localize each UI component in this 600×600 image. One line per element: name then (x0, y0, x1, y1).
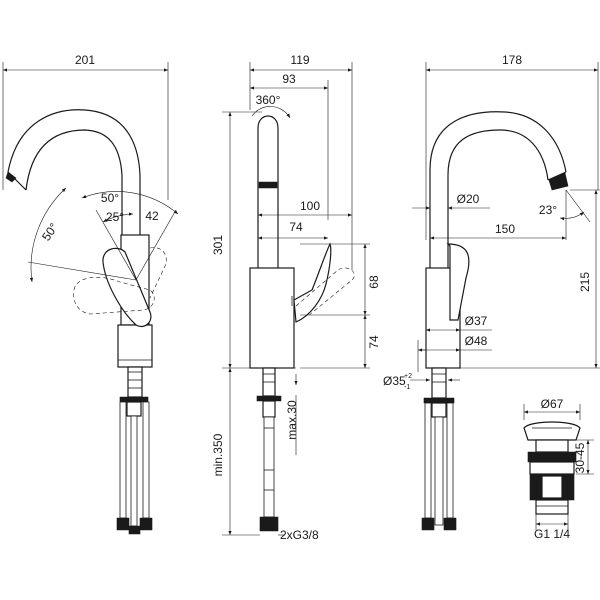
side-total-height-label: 301 (211, 235, 225, 255)
front-base (117, 324, 153, 368)
side-lever (293, 242, 332, 323)
side-handle-height-label: 68 (367, 275, 381, 289)
rear-base-diameter-label: Ø48 (465, 334, 488, 348)
front-spout (7, 109, 141, 325)
front-angle-upper: 50° (101, 191, 119, 205)
waste-diameter-label: Ø67 (541, 397, 564, 411)
side-connection-label: 2xG3/8 (280, 528, 319, 542)
rear-spout-height-label: 215 (578, 272, 592, 292)
rear-hole-diameter-label: Ø35 (383, 374, 406, 388)
rear-width-label: 178 (502, 53, 522, 67)
side-view: 119 93 360° 100 74 68 74 301 (211, 53, 381, 542)
side-body (249, 267, 295, 369)
rear-body-diameter-label: Ø37 (465, 314, 488, 328)
rear-spout-angle-label: 23° (539, 203, 557, 217)
side-spout (257, 115, 279, 268)
front-angle-small: 25° (106, 210, 124, 224)
side-depth-label: 119 (290, 53, 309, 67)
rear-spout-diameter-label: Ø20 (457, 192, 480, 206)
front-angle-left: 50° (39, 220, 61, 243)
front-lever (102, 247, 152, 328)
rear-hole-tol-plus: +2 (404, 373, 412, 380)
rear-view: 178 Ø20 23° 150 Ø37 Ø48 215 (383, 53, 600, 531)
rear-spout (429, 111, 567, 268)
rear-hole-tol-minus: -1 (404, 384, 410, 391)
front-width-label: 201 (75, 53, 95, 67)
rear-lever (446, 243, 470, 321)
waste-thread-label: G1 1/4 (534, 527, 570, 541)
front-view: 201 50° 50° 25° 42 (2, 53, 179, 535)
side-deck-thickness-label: max.30 (285, 400, 299, 440)
side-reach-top-label: 93 (282, 72, 296, 86)
waste-thickness-label: 30-45 (573, 442, 587, 473)
side-reach-74-label: 74 (289, 220, 303, 234)
side-hose-length-label: min.350 (211, 433, 225, 476)
side-handle-reach-label: 100 (300, 199, 320, 213)
side-base-height-label: 74 (367, 335, 381, 349)
rear-spout-reach-label: 150 (495, 222, 515, 236)
side-rotation-label: 360° (256, 93, 281, 107)
waste-cap (523, 421, 581, 441)
front-offset-label: 42 (145, 209, 159, 223)
waste-view: Ø67 30-45 G1 1/4 (523, 397, 594, 541)
